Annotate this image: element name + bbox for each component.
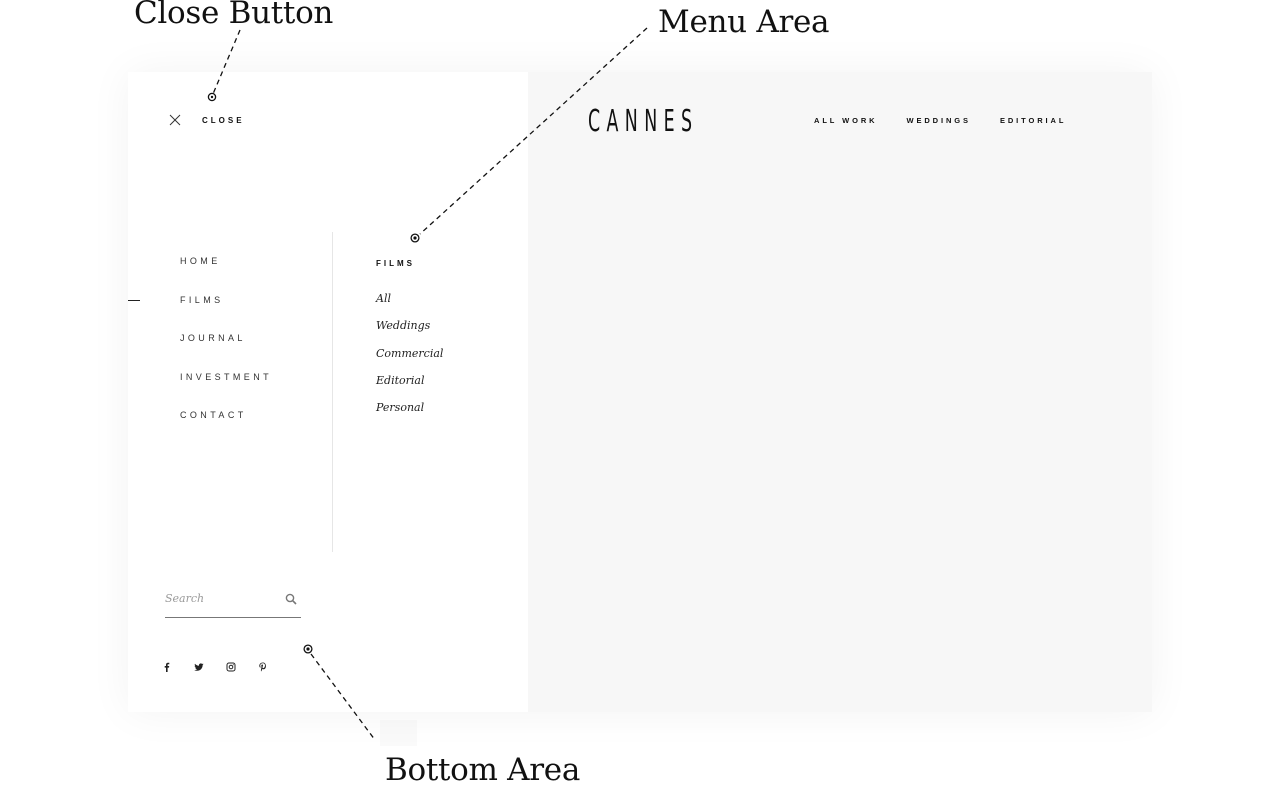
search-icon[interactable] bbox=[285, 593, 297, 605]
search-box bbox=[165, 586, 301, 618]
top-nav-weddings[interactable]: WEDDINGS bbox=[906, 116, 971, 125]
submenu-item-weddings[interactable]: Weddings bbox=[376, 319, 431, 333]
submenu-item-all[interactable]: All bbox=[376, 292, 391, 305]
close-icon[interactable] bbox=[168, 113, 182, 127]
nav-divider bbox=[332, 232, 333, 552]
pinterest-icon[interactable] bbox=[258, 662, 268, 672]
submenu-title: FILMS bbox=[376, 259, 415, 268]
submenu: All Weddings Commercial Editorial Person… bbox=[376, 292, 443, 428]
submenu-item-commercial[interactable]: Commercial bbox=[376, 346, 444, 360]
close-button[interactable]: CLOSE bbox=[168, 112, 245, 128]
bottom-swatch bbox=[380, 720, 417, 746]
annotation-close-button: Close Button bbox=[134, 0, 334, 31]
submenu-item-editorial[interactable]: Editorial bbox=[376, 373, 425, 387]
active-item-marker bbox=[128, 300, 140, 301]
twitter-icon[interactable] bbox=[194, 662, 204, 672]
top-nav: ALL WORK WEDDINGS EDITORIAL bbox=[814, 116, 1095, 125]
instagram-icon[interactable] bbox=[226, 662, 236, 672]
nav-item-films[interactable]: FILMS bbox=[180, 294, 224, 305]
nav-item-journal[interactable]: JOURNAL bbox=[180, 333, 246, 343]
top-nav-all-work[interactable]: ALL WORK bbox=[814, 116, 878, 125]
facebook-icon[interactable] bbox=[162, 662, 172, 672]
search-input[interactable] bbox=[165, 592, 275, 605]
annotation-menu-area: Menu Area bbox=[658, 4, 830, 40]
social-links bbox=[162, 662, 290, 672]
site-logo[interactable]: CANNES bbox=[588, 104, 699, 139]
nav-item-investment[interactable]: INVESTMENT bbox=[180, 371, 273, 382]
website-mockup: CLOSE HOME FILMS JOURNAL INVESTMENT CONT… bbox=[128, 72, 1152, 712]
nav-item-contact[interactable]: CONTACT bbox=[180, 410, 247, 420]
nav-item-home[interactable]: HOME bbox=[180, 256, 221, 266]
submenu-item-personal[interactable]: Personal bbox=[376, 401, 425, 415]
top-nav-editorial[interactable]: EDITORIAL bbox=[999, 116, 1067, 125]
menu-panel: CLOSE HOME FILMS JOURNAL INVESTMENT CONT… bbox=[128, 72, 528, 712]
primary-nav: HOME FILMS JOURNAL INVESTMENT CONTACT bbox=[180, 256, 272, 449]
close-label: CLOSE bbox=[202, 115, 245, 125]
annotation-bottom-area: Bottom Area bbox=[385, 752, 581, 788]
